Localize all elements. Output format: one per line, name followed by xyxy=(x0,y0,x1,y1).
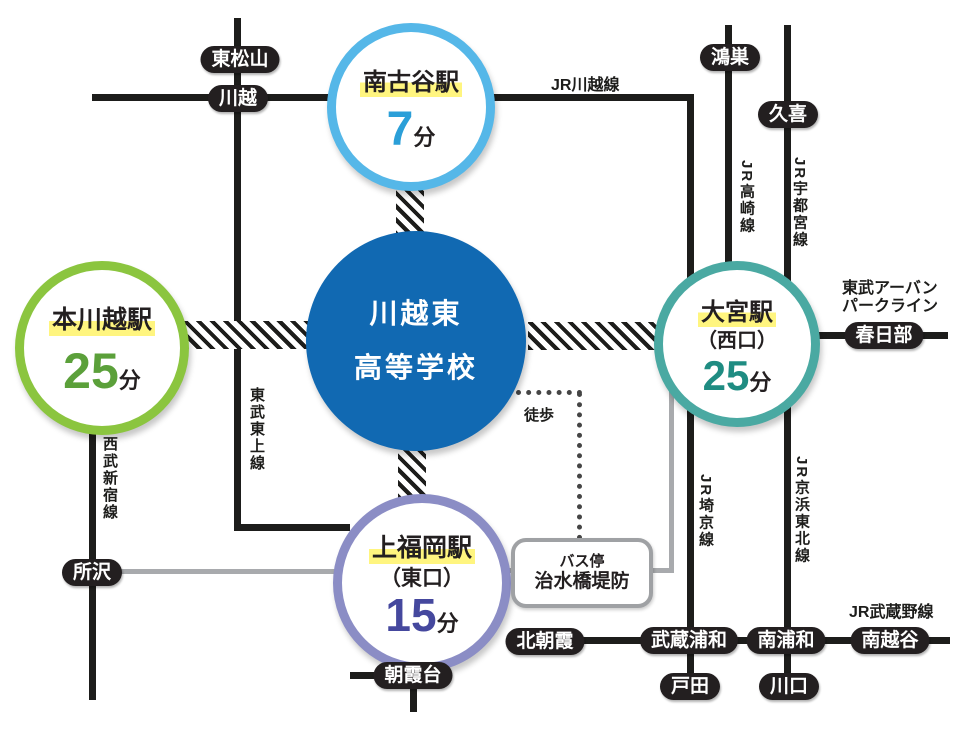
rail-line-tobu-urban-park-horizontal xyxy=(726,332,948,339)
pill-asakadai: 朝霞台 xyxy=(373,662,453,689)
station-circle-kamifukuoka: 上福岡駅 （東口） 15 分 xyxy=(333,494,511,672)
pill-kitaasaka: 北朝霞 xyxy=(505,628,585,655)
minutes-honkawagoe: 25 分 xyxy=(63,343,141,400)
walk-path-horizontal xyxy=(516,390,582,395)
minutes-value: 25 xyxy=(702,352,750,400)
rail-line-seibu-shinjuku-vertical xyxy=(89,400,96,700)
pill-minamikoshigaya: 南越谷 xyxy=(850,627,930,654)
walk-path-vertical xyxy=(577,392,582,540)
hatch-band-honkawagoe-school xyxy=(170,321,310,349)
minutes-unit: 分 xyxy=(749,370,772,396)
rail-line-tobu-tojo-vertical xyxy=(234,18,241,531)
pill-tokorozawa: 所沢 xyxy=(61,559,123,586)
pill-kawagoe: 川越 xyxy=(207,85,269,112)
station-name-kamifukuoka: 上福岡駅 xyxy=(368,528,475,565)
label-seibu-shinjuku-line: 西武新宿線 xyxy=(101,436,118,521)
station-circle-minamifuruya: 南古谷駅 7 分 xyxy=(327,23,495,191)
label-tobu-urban-park-line: 東武アーバン パークライン xyxy=(842,280,938,315)
pill-higashimatsuyama: 東松山 xyxy=(200,46,280,73)
pill-kawaguchi: 川口 xyxy=(758,673,820,700)
hatch-band-school-kamifukuoka xyxy=(398,447,426,499)
label-tobu-urban-park-line2: パークライン xyxy=(842,297,939,315)
minutes-kamifukuoka: 15 分 xyxy=(385,589,459,642)
school-name-line1: 川越東 xyxy=(369,298,463,329)
label-jr-keihintohoku-line: JR京浜東北線 xyxy=(793,456,810,565)
label-jr-musashino-line: JR武蔵野線 xyxy=(849,604,934,621)
label-tobu-urban-park-line1: 東武アーバン xyxy=(842,280,938,297)
walk-label: 徒歩 xyxy=(524,407,555,424)
station-name-omiya: 大宮駅 xyxy=(698,292,776,328)
pill-minamiurawa: 南浦和 xyxy=(746,627,826,654)
minutes-omiya: 25 分 xyxy=(702,352,772,400)
minutes-value: 15 xyxy=(385,589,437,642)
minutes-value: 25 xyxy=(63,343,119,400)
pill-toda: 戸田 xyxy=(659,673,721,700)
pill-kasukabe: 春日部 xyxy=(844,322,924,349)
bus-line-corner-omiya xyxy=(669,390,674,573)
label-jr-takasaki-line: JR高崎線 xyxy=(738,160,755,235)
label-tobu-tojo-line: 東武東上線 xyxy=(248,387,265,472)
station-name-honkawagoe: 本川越駅 xyxy=(48,300,155,337)
bus-stop-label-line1: バス停 xyxy=(559,552,605,570)
bus-stop-label-line2: 治水橋堤防 xyxy=(534,570,630,592)
station-exit-kamifukuoka: （東口） xyxy=(380,567,464,591)
minutes-unit: 分 xyxy=(413,124,436,150)
minutes-unit: 分 xyxy=(118,368,141,394)
bus-line-busstop-corner xyxy=(643,568,674,573)
rail-line-jr-takasaki-vertical xyxy=(725,25,732,335)
bus-stop-box: バス停 治水橋堤防 xyxy=(511,538,653,608)
pill-kuki: 久喜 xyxy=(757,101,819,128)
label-jr-kawagoe-line: JR川越線 xyxy=(551,77,620,94)
station-circle-omiya: 大宮駅 （西口） 25 分 xyxy=(654,261,820,427)
label-jr-saikyo-line: JR埼京線 xyxy=(697,474,714,549)
minutes-value: 7 xyxy=(386,102,414,156)
pill-musashiurawa: 武蔵浦和 xyxy=(639,627,739,654)
station-name-minamifuruya: 南古谷駅 xyxy=(360,61,462,97)
bus-line-tokorozawa-kamifukuoka xyxy=(95,569,340,574)
school-circle: 川越東 高等学校 xyxy=(306,231,526,451)
minutes-unit: 分 xyxy=(436,611,459,637)
pill-konosu: 鴻巣 xyxy=(699,44,761,71)
label-jr-utsunomiya-line: JR宇都宮線 xyxy=(791,157,808,249)
rail-line-tobu-tojo-horizontal xyxy=(234,524,350,531)
minutes-minamifuruya: 7 分 xyxy=(386,102,436,156)
station-exit-omiya: （西口） xyxy=(697,330,777,353)
school-name-line2: 高等学校 xyxy=(353,352,478,383)
hatch-band-school-omiya xyxy=(528,322,660,350)
station-circle-honkawagoe: 本川越駅 25 分 xyxy=(15,261,189,435)
